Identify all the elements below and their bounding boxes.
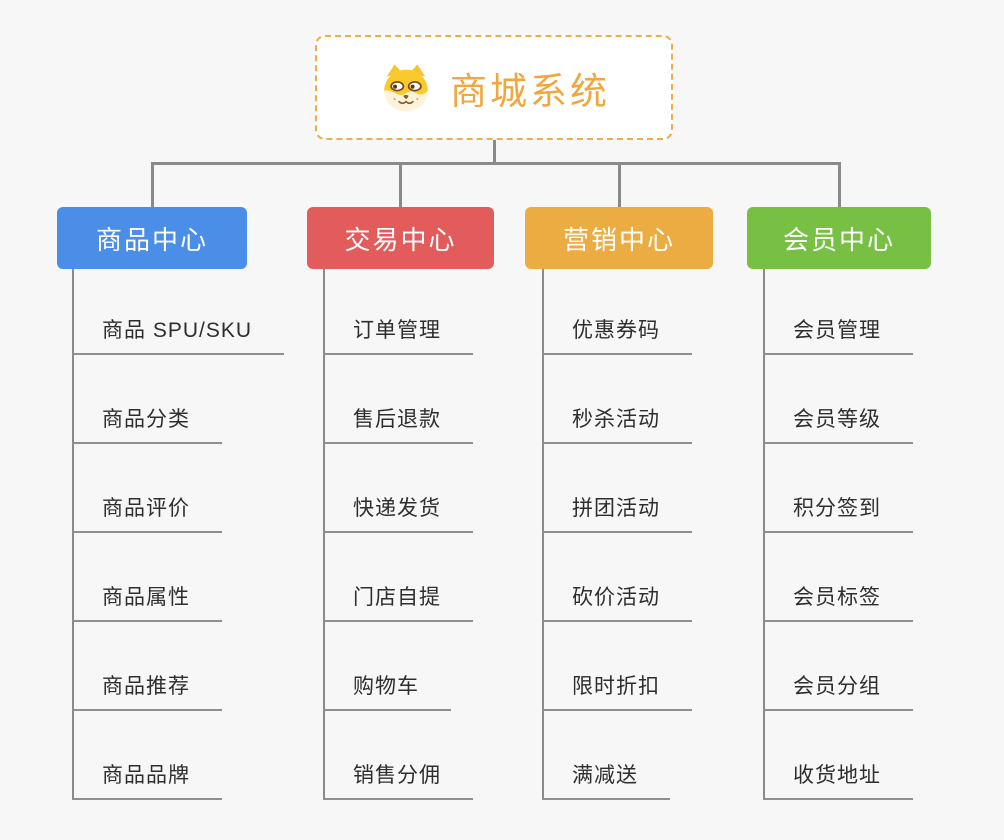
- leaf-topic[interactable]: 秒杀活动: [542, 405, 692, 444]
- connector-line: [399, 162, 402, 208]
- branch-spine: [542, 269, 544, 800]
- leaf-topic[interactable]: 快递发货: [323, 494, 473, 533]
- connector-line: [617, 162, 621, 208]
- branch-topic-label: 会员中心: [782, 224, 895, 255]
- leaf-topic[interactable]: 购物车: [323, 672, 451, 711]
- leaf-topic[interactable]: 门店自提: [323, 583, 473, 622]
- leaf-topic[interactable]: 拼团活动: [542, 494, 692, 533]
- leaf-topic[interactable]: 销售分佣: [323, 761, 473, 800]
- connector-line: [492, 140, 496, 165]
- leaf-topic[interactable]: 商品推荐: [72, 672, 222, 711]
- leaf-topic[interactable]: 积分签到: [763, 494, 913, 533]
- branch-topic-marketing-center[interactable]: 营销中心: [525, 207, 713, 269]
- leaf-topic[interactable]: 售后退款: [323, 405, 473, 444]
- leaf-topic[interactable]: 商品 SPU/SKU: [72, 316, 285, 355]
- branch-topic-member-center[interactable]: 会员中心: [747, 207, 931, 269]
- leaf-topic[interactable]: 商品评价: [72, 494, 222, 533]
- leaf-topic[interactable]: 商品品牌: [72, 761, 222, 800]
- connector-line: [150, 162, 154, 208]
- leaf-topic[interactable]: 会员分组: [763, 672, 913, 711]
- leaf-topic[interactable]: 会员管理: [763, 316, 913, 355]
- branch-spine: [763, 269, 765, 800]
- branch-topic-label: 交易中心: [344, 224, 457, 255]
- leaf-topic[interactable]: 会员标签: [763, 583, 913, 622]
- leaf-topic[interactable]: 会员等级: [763, 405, 913, 444]
- root-topic[interactable]: 商城系统: [315, 35, 673, 140]
- dog-face-icon: [384, 63, 428, 112]
- leaf-topic[interactable]: 优惠券码: [542, 316, 692, 355]
- leaf-topic[interactable]: 商品属性: [72, 583, 222, 622]
- root-topic-title: 商城系统: [450, 70, 610, 112]
- branch-topic-product-center[interactable]: 商品中心: [57, 207, 247, 269]
- leaf-topic[interactable]: 满减送: [542, 761, 670, 800]
- leaf-topic[interactable]: 订单管理: [323, 316, 473, 355]
- branch-topic-label: 商品中心: [95, 224, 208, 255]
- branch-spine: [323, 269, 325, 800]
- branch-topic-label: 营销中心: [562, 224, 675, 255]
- leaf-topic[interactable]: 砍价活动: [542, 583, 692, 622]
- connector-line: [837, 162, 841, 208]
- connector-line: [150, 162, 841, 165]
- leaf-topic[interactable]: 商品分类: [72, 405, 222, 444]
- branch-spine: [72, 269, 74, 800]
- branch-topic-trade-center[interactable]: 交易中心: [307, 207, 494, 269]
- leaf-topic[interactable]: 限时折扣: [542, 672, 692, 711]
- leaf-topic[interactable]: 收货地址: [763, 761, 913, 800]
